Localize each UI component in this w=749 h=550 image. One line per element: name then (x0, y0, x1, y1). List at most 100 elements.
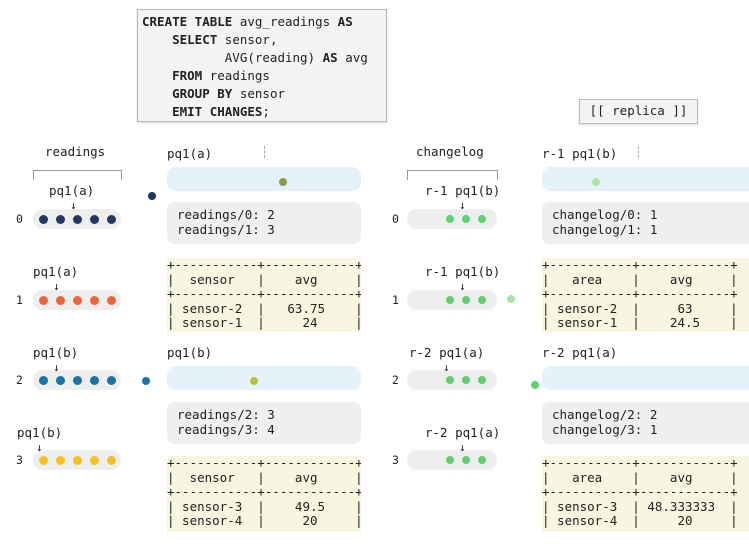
r2-offsets: changelog/2: 2 changelog/3: 1 (542, 402, 749, 444)
record-dot (446, 376, 454, 384)
pq1b-incoming-record-dot (142, 377, 150, 385)
r1-title: r-1 pq1(b) (542, 146, 618, 161)
readings-topic-title: readings (45, 144, 106, 159)
down-arrow-icon: ↓ (70, 199, 77, 212)
r1-offsets: changelog/0: 1 changelog/1: 1 (542, 202, 749, 244)
replica-label: [[ replica ]] (579, 99, 698, 124)
sql-text: avg (337, 50, 368, 65)
consumer-label: pq1(b) (33, 345, 79, 360)
down-arrow-icon: ↓ (459, 280, 466, 293)
ascii-table-text: +-----------+------------+ | area | avg … (542, 456, 738, 529)
record-dot (73, 455, 82, 465)
ascii-table-text: +-----------+------------+ | sensor | av… (167, 258, 361, 331)
offset-line: changelog/1: 1 (552, 222, 658, 237)
pq1a-record-dot (279, 178, 287, 186)
record-dot (446, 456, 454, 464)
replica-consumer-label: r-1 pq1(b) (425, 183, 501, 198)
down-arrow-icon: ↓ (443, 361, 450, 374)
sql-keyword: CREATE TABLE (142, 14, 233, 29)
consumer-label: pq1(b) (17, 425, 63, 440)
pq1b-state-table: +-----------+------------+ | sensor | av… (167, 456, 361, 532)
sql-text: avg_readings (232, 14, 338, 29)
sql-text (142, 68, 172, 83)
changelog-partition-track (407, 209, 497, 229)
sql-text: AVG(reading) (142, 50, 323, 65)
down-arrow-icon: ↓ (459, 441, 466, 454)
sql-text (142, 86, 172, 101)
offset-line: readings/1: 3 (177, 222, 275, 237)
record-dot (478, 215, 486, 223)
r1-state-table: +-----------+------------+ | area | avg … (542, 258, 749, 332)
pq1b-record-dot (250, 377, 258, 385)
r1-stream (542, 167, 749, 191)
record-dot (56, 455, 65, 465)
record-dot (107, 375, 116, 385)
query-box: CREATE TABLE avg_readings AS SELECT sens… (137, 9, 387, 122)
record-dot (73, 214, 82, 224)
sql-text: sensor, (217, 32, 278, 47)
query-text: CREATE TABLE avg_readings AS SELECT sens… (142, 13, 382, 121)
record-dot (56, 375, 65, 385)
replica-consumer-label: r-2 pq1(a) (425, 425, 501, 440)
record-dot (90, 375, 99, 385)
record-dot (39, 295, 48, 305)
record-dot (107, 214, 116, 224)
record-dot (90, 455, 99, 465)
partition-number: 3 (392, 453, 399, 467)
sql-keyword: AS (322, 50, 338, 65)
pq1b-stream (167, 366, 361, 390)
record-dot (462, 456, 470, 464)
record-dot (478, 296, 486, 304)
partition-number: 0 (16, 212, 23, 226)
r2-stream (542, 366, 749, 390)
down-arrow-icon: ↓ (53, 361, 60, 374)
pq1b-title: pq1(b) (167, 345, 213, 360)
record-dot (446, 296, 454, 304)
sql-text (142, 32, 172, 47)
replica-consumer-label: r-1 pq1(b) (425, 264, 501, 279)
sql-text (142, 104, 172, 119)
changelog-partition-track (407, 290, 497, 310)
sql-keyword: GROUP BY (172, 86, 233, 101)
offset-line: readings/0: 2 (177, 207, 275, 222)
record-dot (478, 376, 486, 384)
record-dot (90, 214, 99, 224)
pq1a-incoming-record-dot (148, 192, 156, 200)
partition-number: 1 (392, 293, 399, 307)
offset-line: changelog/3: 1 (552, 422, 658, 437)
record-dot (56, 214, 65, 224)
offset-line: readings/3: 4 (177, 422, 275, 437)
partition-number: 3 (16, 453, 23, 467)
record-dot (462, 296, 470, 304)
sql-text: sensor (232, 86, 286, 101)
down-arrow-icon: ↓ (53, 280, 60, 293)
pq1a-title: pq1(a) (167, 146, 213, 161)
record-dot (478, 456, 486, 464)
record-dot (446, 215, 454, 223)
readings-partition-track (33, 290, 121, 310)
replica-consumer-label: r-2 pq1(a) (409, 345, 485, 360)
pq1a-offsets: readings/0: 2 readings/1: 3 (167, 202, 361, 244)
changelog-partition-track (407, 450, 497, 470)
pq1a-state-table: +-----------+------------+ | sensor | av… (167, 258, 361, 332)
offset-line: changelog/2: 2 (552, 407, 658, 422)
record-dot (462, 376, 470, 384)
readings-partition-track (33, 370, 121, 390)
sql-keyword: FROM (172, 68, 203, 83)
record-dot (39, 455, 48, 465)
consumer-label: pq1(a) (49, 183, 95, 198)
partition-number: 2 (16, 373, 23, 387)
r1-incoming-record-dot (507, 295, 515, 303)
sql-keyword: AS (337, 14, 353, 29)
pq1b-offsets: readings/2: 3 readings/3: 4 (167, 402, 361, 444)
changelog-partition-track (407, 370, 497, 390)
r2-incoming-record-dot (531, 381, 539, 389)
offset-line: readings/2: 3 (177, 407, 275, 422)
sql-text: readings (202, 68, 270, 83)
r1-divider (638, 146, 639, 158)
readings-bracket (33, 170, 122, 180)
record-dot (73, 295, 82, 305)
partition-number: 1 (16, 293, 23, 307)
record-dot (90, 295, 99, 305)
record-dot (107, 295, 116, 305)
